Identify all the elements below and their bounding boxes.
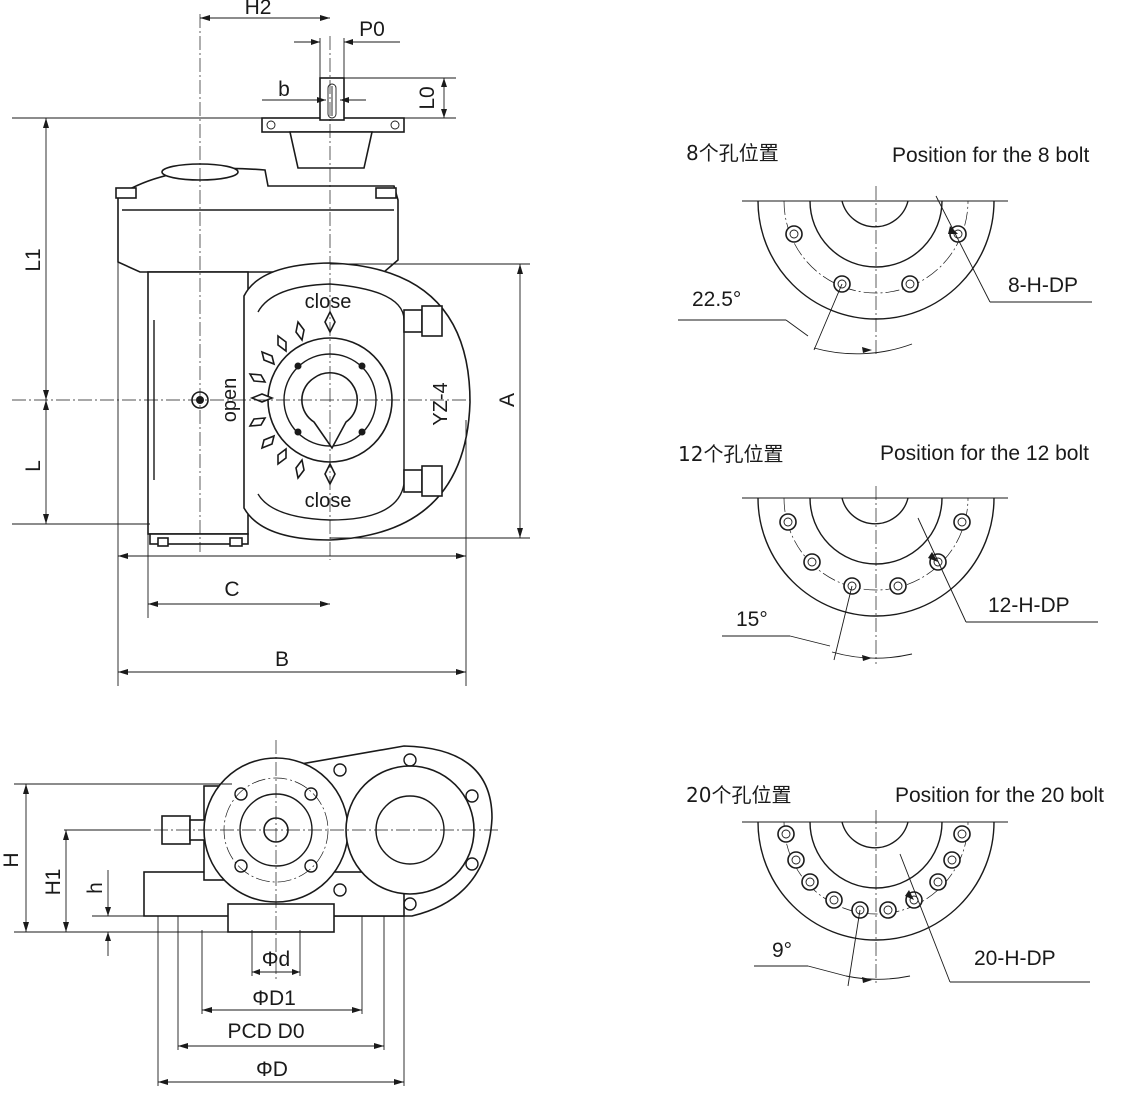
dim-h2: H2 (245, 0, 272, 19)
stop-nut-top (421, 305, 443, 337)
dim-l: L (22, 460, 45, 472)
dim-l0: L0 (416, 86, 439, 109)
bolt8-title-cn: 8个孔位置 (686, 141, 779, 165)
bolt-pattern-8: 8个孔位置 Position for the 8 bolt 22.5° 8-H-… (678, 141, 1092, 356)
bolt20-callout: 20-H-DP (974, 947, 1056, 970)
bolt8-angle: 22.5° (692, 288, 741, 311)
stop-bolt-bottom (403, 469, 423, 493)
bolt12-callout: 12-H-DP (988, 594, 1070, 617)
dim-phi-d1: ΦD1 (252, 987, 296, 1010)
bolt20-title-en: Position for the 20 bolt (895, 784, 1104, 807)
dim-b: b (278, 78, 290, 101)
base-plate (149, 533, 249, 545)
stop-nut-bottom (421, 465, 443, 497)
dim-h-small: h (84, 882, 107, 894)
bolt-pattern-12: 12个孔位置 Position for the 12 bolt 15° 12-H… (678, 442, 1098, 664)
dial-close-top: close (305, 291, 352, 313)
side-view: close close open YZ-4 H2 P0 (12, 0, 530, 686)
dial-open: open (219, 378, 241, 423)
model-label: YZ-4 (430, 382, 452, 425)
side-dimensions: H2 P0 b L0 L1 (12, 0, 530, 686)
dim-p0: P0 (359, 18, 385, 41)
base-foot-1 (157, 537, 169, 547)
bolt8-title-en: Position for the 8 bolt (892, 144, 1089, 167)
dim-a: A (496, 393, 519, 407)
shaft-key (327, 83, 337, 119)
bolt20-angle: 9° (772, 939, 792, 962)
dim-pcd-d0: PCD D0 (227, 1020, 304, 1043)
dim-h: H (0, 852, 23, 867)
bolt-pattern-20: 20个孔位置 Position for the 20 bolt 9° 20-H-… (686, 783, 1104, 987)
upper-bolt-left (115, 187, 137, 199)
bolt12-title-cn: 12个孔位置 (678, 442, 783, 466)
dial-close-bottom: close (305, 490, 352, 512)
bottom-dimensions: H H1 h Φd ΦD1 (0, 783, 405, 1086)
base-foot-2 (229, 537, 243, 547)
upper-housing (117, 167, 399, 273)
bolt12-angle: 15° (736, 608, 768, 631)
output-bore (301, 371, 359, 450)
bolt12-title-en: Position for the 12 bolt (880, 442, 1089, 465)
upper-bolt-right (375, 187, 397, 199)
dim-phi-d: Φd (262, 948, 290, 971)
bolt8-callout: 8-H-DP (1008, 274, 1078, 297)
dim-l1: L1 (22, 248, 45, 271)
dim-h1: H1 (42, 869, 65, 896)
flange-neck (289, 131, 373, 169)
dim-b-width: B (275, 648, 289, 671)
stop-bolt-top (403, 309, 423, 333)
dim-c: C (224, 578, 239, 601)
bolt20-title-cn: 20个孔位置 (686, 783, 791, 807)
mount-spigot (227, 903, 335, 933)
dim-phi-big-d: ΦD (256, 1058, 288, 1081)
bottom-view: H H1 h Φd ΦD1 (0, 740, 500, 1086)
